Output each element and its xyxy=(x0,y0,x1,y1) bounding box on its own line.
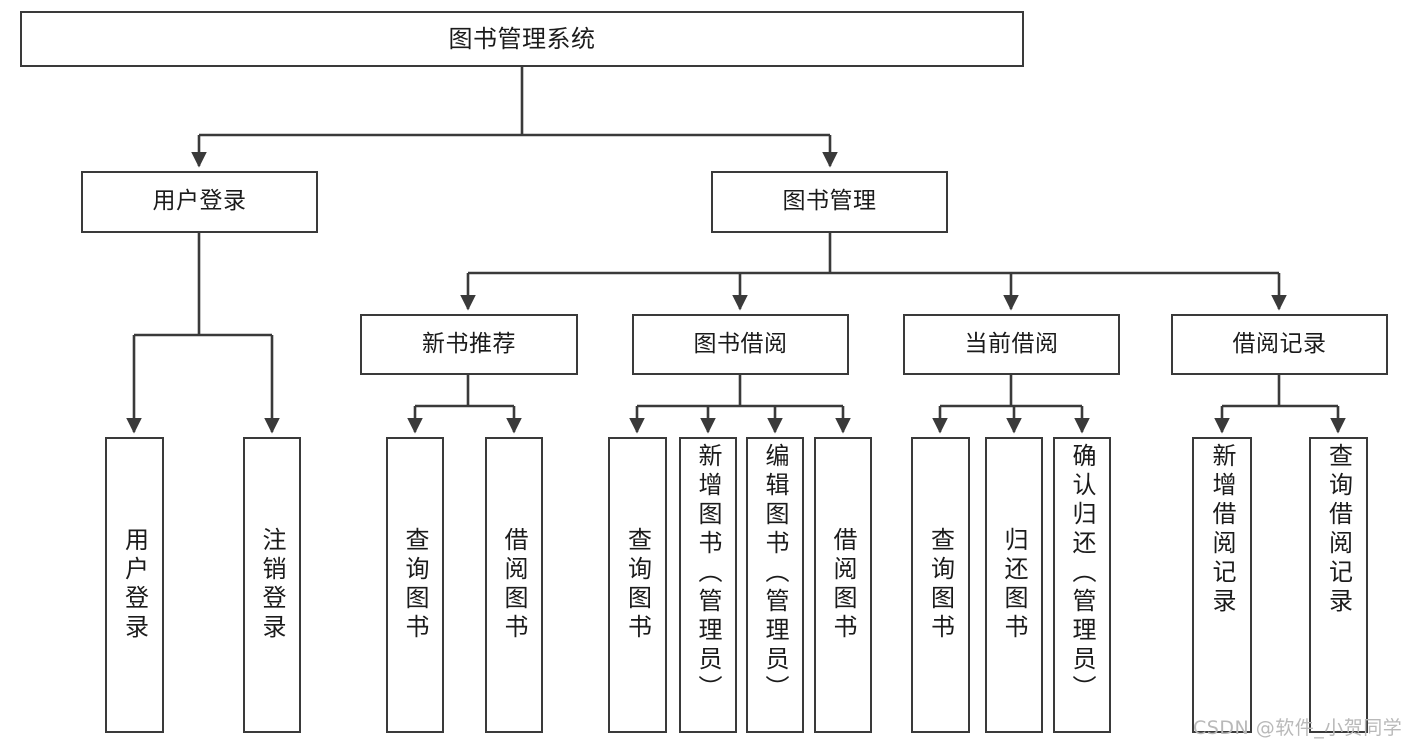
node-current-borrowing[interactable]: 当前借阅 xyxy=(903,314,1120,375)
node-user-login-label: 用户登录 xyxy=(152,188,247,215)
node-book-borrowing[interactable]: 图书借阅 xyxy=(632,314,849,375)
leaf-add-borrow-record-label: 新增借阅记录 xyxy=(1208,443,1236,617)
leaf-return-book[interactable]: 归还图书 xyxy=(985,437,1043,733)
node-new-book-recommendation[interactable]: 新书推荐 xyxy=(360,314,578,375)
node-root[interactable]: 图书管理系统 xyxy=(20,11,1024,67)
leaf-logout[interactable]: 注销登录 xyxy=(243,437,301,733)
leaf-edit-book[interactable]: 编辑图书（管理员） xyxy=(746,437,804,733)
leaf-add-borrow-record[interactable]: 新增借阅记录 xyxy=(1192,437,1252,733)
node-root-label: 图书管理系统 xyxy=(448,24,596,53)
node-current-borrowing-label: 当前借阅 xyxy=(964,330,1059,357)
node-borrowing-record[interactable]: 借阅记录 xyxy=(1171,314,1388,375)
node-borrowing-record-label: 借阅记录 xyxy=(1232,330,1327,357)
node-book-management[interactable]: 图书管理 xyxy=(711,171,948,233)
csdn-watermark: CSDN @软件_小贺同学 xyxy=(1193,717,1403,739)
leaf-logout-label: 注销登录 xyxy=(258,527,286,643)
leaf-query-book-borrow-label: 查询图书 xyxy=(623,527,652,643)
leaf-edit-book-label: 编辑图书（管理员） xyxy=(761,443,789,704)
leaf-borrow-book-rec[interactable]: 借阅图书 xyxy=(485,437,543,733)
node-user-login[interactable]: 用户登录 xyxy=(81,171,318,233)
node-book-borrowing-label: 图书借阅 xyxy=(693,330,788,357)
leaf-borrow-book-label: 借阅图书 xyxy=(829,527,857,643)
leaf-confirm-return-label: 确认归还（管理员） xyxy=(1068,443,1096,704)
node-book-management-label: 图书管理 xyxy=(782,188,877,215)
leaf-return-book-label: 归还图书 xyxy=(1000,527,1028,643)
leaf-user-login[interactable]: 用户登录 xyxy=(105,437,164,733)
leaf-query-book-current[interactable]: 查询图书 xyxy=(911,437,970,733)
leaf-borrow-book[interactable]: 借阅图书 xyxy=(814,437,872,733)
leaf-borrow-book-rec-label: 借阅图书 xyxy=(500,527,528,643)
leaf-query-book-borrow[interactable]: 查询图书 xyxy=(608,437,667,733)
leaf-add-book-label: 新增图书（管理员） xyxy=(694,443,722,704)
leaf-confirm-return[interactable]: 确认归还（管理员） xyxy=(1053,437,1111,733)
leaf-query-borrow-record[interactable]: 查询借阅记录 xyxy=(1309,437,1368,733)
leaf-query-book-current-label: 查询图书 xyxy=(926,527,955,643)
leaf-query-book-rec[interactable]: 查询图书 xyxy=(386,437,444,733)
leaf-query-book-rec-label: 查询图书 xyxy=(401,527,429,643)
node-new-book-recommendation-label: 新书推荐 xyxy=(422,330,516,357)
leaf-query-borrow-record-label: 查询借阅记录 xyxy=(1324,443,1353,617)
leaf-add-book[interactable]: 新增图书（管理员） xyxy=(679,437,737,733)
leaf-user-login-label: 用户登录 xyxy=(120,527,149,643)
